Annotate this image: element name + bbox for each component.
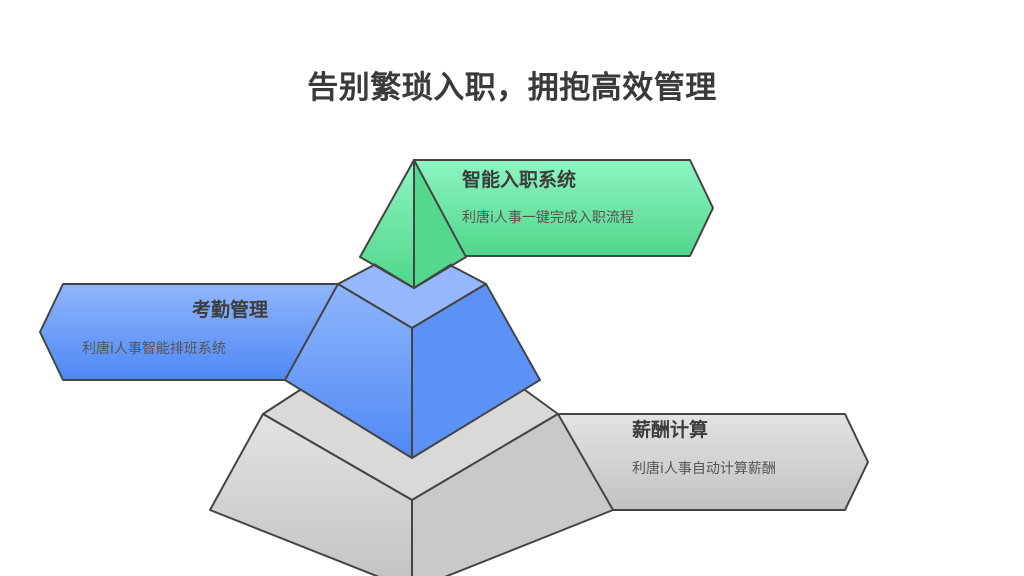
level-2-heading: 考勤管理 — [192, 298, 268, 321]
level-2-right-face — [411, 283, 541, 459]
page-title: 告别繁琐入职，拥抱高效管理 — [307, 70, 717, 106]
level-1-shape — [359, 159, 714, 289]
level-3-description: 利唐i人事自动计算薪酬 — [632, 460, 776, 477]
level-3-right-face — [411, 413, 614, 576]
level-3-left-face — [209, 413, 413, 576]
level-2-banner — [39, 283, 341, 381]
level-3-heading: 薪酬计算 — [632, 418, 708, 441]
level-1-heading: 智能入职系统 — [462, 168, 576, 191]
level-1-description: 利唐i人事一键完成入职流程 — [462, 209, 634, 226]
level-2-description: 利唐i人事智能排班系统 — [82, 340, 226, 357]
